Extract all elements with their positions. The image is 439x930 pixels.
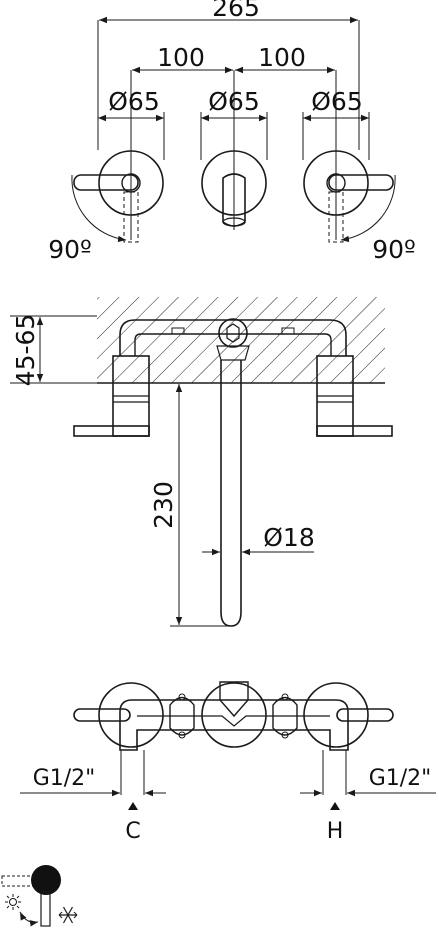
legend-handle-knob <box>31 865 61 895</box>
dimension-100-right-label: 100 <box>258 43 306 72</box>
legend-lever-outline <box>1 875 37 887</box>
cold-marker-arrow <box>128 802 138 810</box>
rotation-left-label: 90º <box>48 235 92 264</box>
rotation-arrow-left <box>71 174 127 243</box>
dimension-265-label: 265 <box>212 0 260 22</box>
spout-side <box>220 360 242 627</box>
right-rosette <box>303 150 369 216</box>
top-right-lever <box>336 708 394 722</box>
hot-cold-legend <box>1 865 78 927</box>
rotation-arrow-right <box>340 174 396 243</box>
dimension-100-left-label: 100 <box>157 43 205 72</box>
legend-handle-stem <box>40 891 51 927</box>
connection-right-label: G1/2" <box>369 766 432 791</box>
right-lever <box>328 174 394 191</box>
rotation-right-label: 90º <box>372 235 416 264</box>
front-view: 265 100 100 Ø65 Ø65 Ø65 90º <box>48 0 416 264</box>
diameter-center-label: Ø65 <box>208 87 260 116</box>
right-lever-side <box>316 425 393 437</box>
dimension-45-65-label: 45-65 <box>11 314 40 387</box>
center-rosette <box>201 150 267 216</box>
dimension-230-label: 230 <box>149 481 178 529</box>
hot-marker-label: H <box>327 819 344 844</box>
top-body-bar <box>119 699 349 751</box>
cold-marker-label: C <box>125 819 140 844</box>
mixer-body <box>119 319 347 356</box>
diameter-left-label: Ø65 <box>108 87 160 116</box>
sun-icon <box>5 894 21 910</box>
snowflake-icon <box>58 906 78 924</box>
top-right-rosette <box>303 682 369 748</box>
central-connector <box>218 318 248 348</box>
diameter-right-label: Ø65 <box>311 87 363 116</box>
top-left-lever <box>73 708 131 722</box>
top-center-rosette <box>201 682 267 748</box>
hot-marker-arrow <box>330 802 340 810</box>
connection-left-label: G1/2" <box>33 766 96 791</box>
top-left-rosette <box>98 682 164 748</box>
left-rosette <box>98 150 164 216</box>
left-lever <box>73 174 139 191</box>
top-view: G1/2" G1/2" C H <box>20 681 436 844</box>
legend-turn-arrow <box>19 911 39 927</box>
side-view: 45-65 230 Ø18 <box>10 297 393 627</box>
left-lever-side <box>73 425 150 437</box>
diameter-18-label: Ø18 <box>263 523 315 552</box>
